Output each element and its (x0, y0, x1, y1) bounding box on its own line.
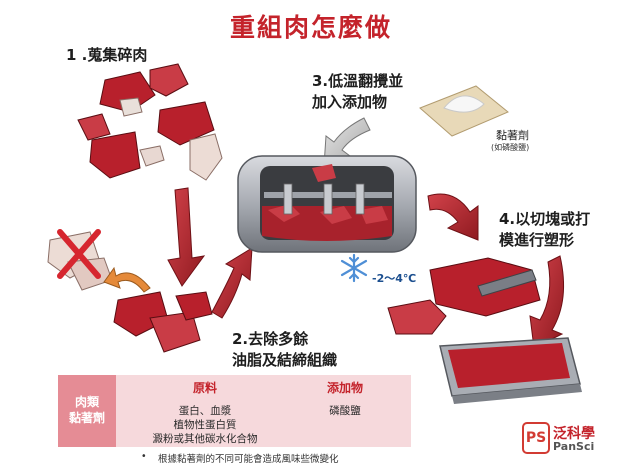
table-cell: 植物性蛋白質 (173, 419, 237, 431)
binder-table (58, 375, 411, 447)
step-2-label-line2: 油脂及結締組織 (232, 351, 338, 369)
footnote: 根據黏著劑的不同可能會造成風味些微變化 (158, 454, 339, 465)
arrow-down-left-icon (529, 255, 565, 349)
meat-mold (439, 337, 582, 404)
clean-meat (113, 291, 213, 353)
curved-arrow-icon (103, 266, 151, 293)
arrow-down-icon (167, 187, 206, 287)
step-3-label-line2: 加入添加物 (312, 93, 388, 111)
shaped-meat (387, 257, 541, 335)
step-3-label-line1: 3.低溫翻攪並 (312, 72, 404, 90)
table-row-header-line2: 黏著劑 (68, 411, 105, 425)
pansci-logo-mark: PS (522, 422, 550, 454)
table-cell: 澱粉或其他碳水化合物 (152, 433, 258, 445)
step-1-label: 1 .蒐集碎肉 (66, 46, 148, 64)
footnote-bullet: • (141, 451, 147, 462)
step-2-label-line1: 2.去除多餘 (232, 330, 309, 348)
discarded-fat (47, 229, 113, 291)
table-col-header-ingredients: 原料 (192, 381, 217, 395)
pansci-logo-name-en: PanSci (553, 440, 595, 453)
temperature-label: -2～4℃ (372, 272, 417, 285)
pansci-logo-name-zh: 泛科學 (553, 426, 595, 442)
table-row-header (58, 375, 116, 447)
table-col-header-additives: 添加物 (326, 381, 363, 395)
table-cell: 磷酸鹽 (329, 405, 361, 417)
arrow-up-right-icon (211, 247, 253, 319)
binder-label: 黏著劑 (496, 129, 529, 142)
binder-sublabel: (如磷酸鹽) (491, 143, 530, 152)
step-4-label-line2: 模進行塑形 (499, 231, 575, 249)
binder-powder (419, 85, 509, 137)
table-cell: 蛋白、血漿 (178, 405, 232, 417)
step-4-label-line1: 4.以切塊或打 (499, 210, 591, 228)
meat-scraps (77, 63, 223, 181)
page-title: 重組肉怎麼做 (229, 13, 392, 42)
arrow-right-curve-icon (427, 193, 479, 241)
mixer-machine (237, 155, 417, 253)
table-row-header-line1: 肉類 (74, 395, 99, 409)
snowflake-icon (340, 253, 368, 283)
